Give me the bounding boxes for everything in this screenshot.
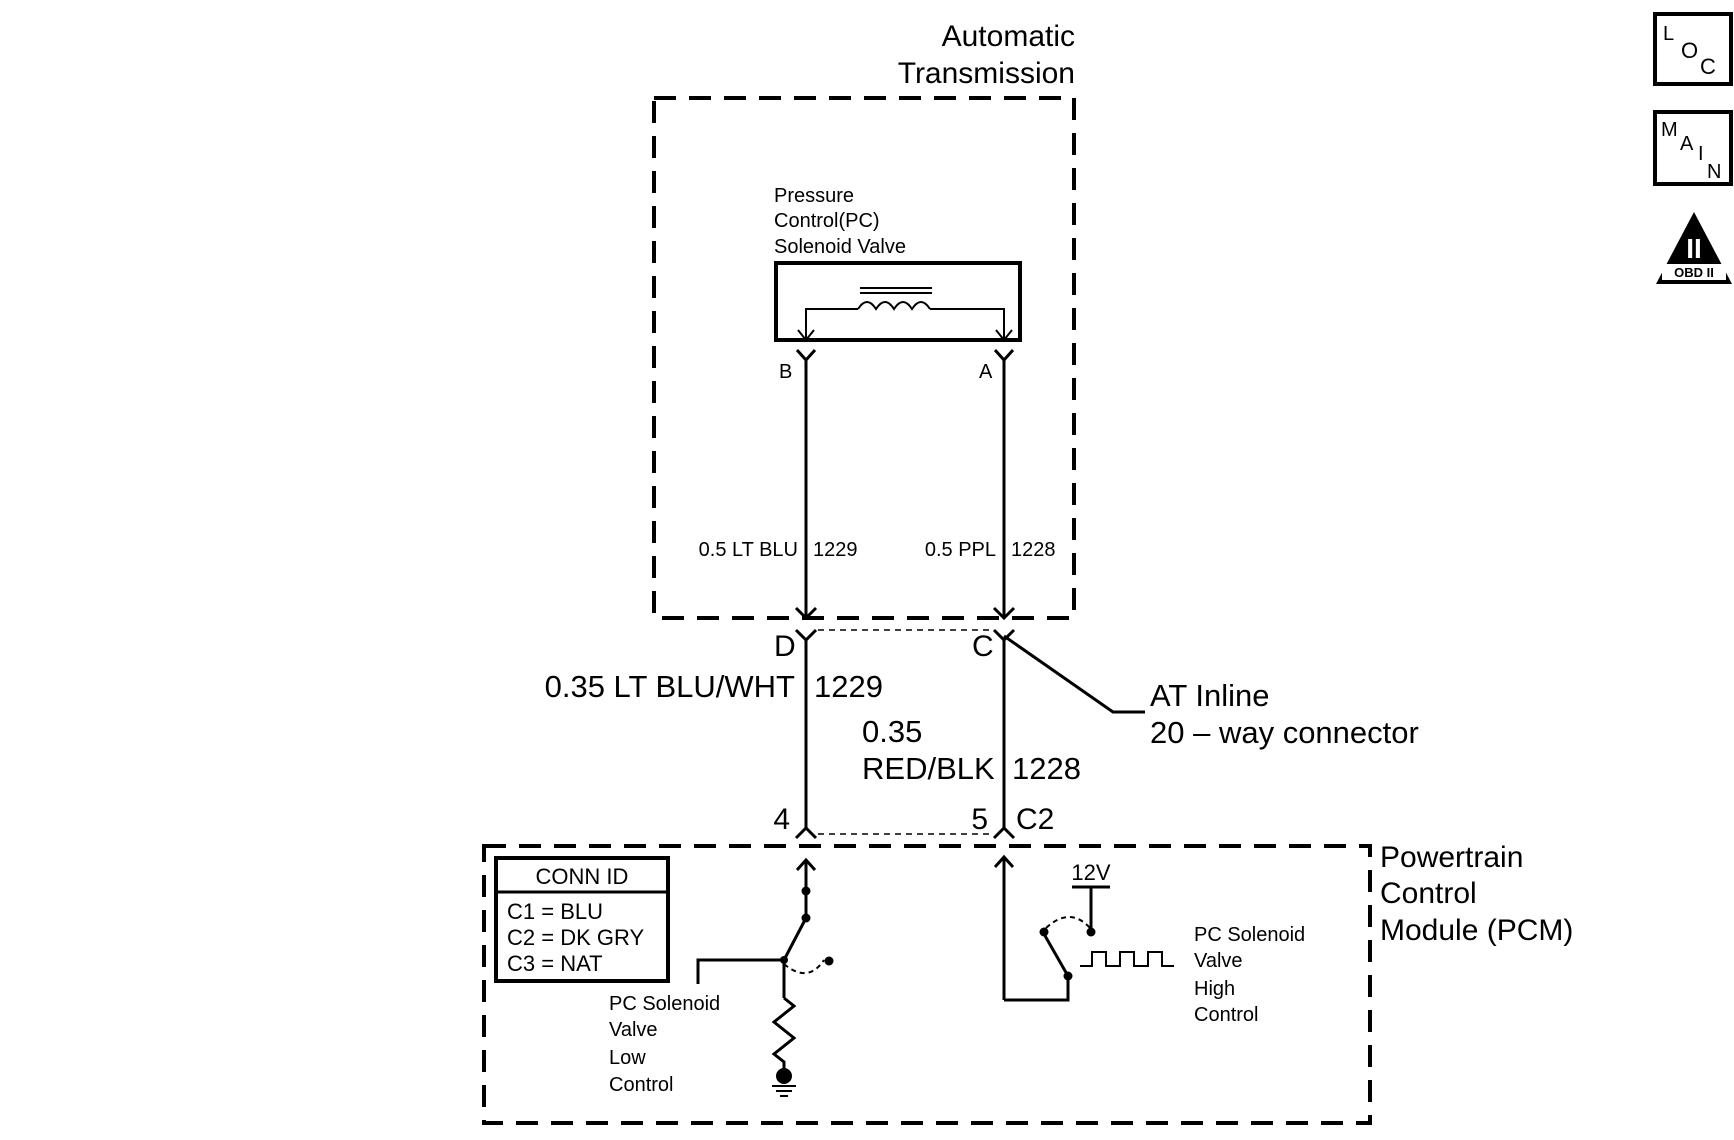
transmission-title-line1: Automatic: [942, 20, 1075, 53]
pcm-pin-5-icon: [992, 825, 1016, 840]
low-control-label: PC Solenoid: [609, 993, 720, 1015]
conn-id-table: CONN ID C1 = BLU C2 = DK GRY C3 = NAT: [494, 856, 670, 983]
pcm-connector-label: C2: [1016, 803, 1054, 836]
solenoid-housing: [774, 261, 1022, 342]
automatic-transmission-section: Automatic Transmission Pressure Control(…: [652, 20, 1076, 621]
conn-id-row: C3 = NAT: [507, 951, 603, 976]
pcm-boundary: [482, 844, 1372, 1125]
pcm-section: 4 5 C2 Powertrain Control Module (PCM) C…: [482, 803, 1573, 1125]
connector-pin-d: D: [774, 630, 796, 663]
pin-a-label: A: [979, 361, 993, 383]
conn-id-header: CONN ID: [536, 864, 629, 889]
loc-letter: O: [1681, 38, 1698, 63]
inline-connector-label-line1: AT Inline: [1150, 678, 1269, 713]
inline-connector-label-line2: 20 – way connector: [1150, 715, 1419, 750]
harness-wire-right-label-line1: 0.35: [862, 714, 922, 749]
harness-section: 0.35 LT BLU/WHT 1229 0.35 RED/BLK 1228: [545, 640, 1081, 828]
pcm-pin-4-label: 4: [773, 803, 790, 836]
high-control-label: High: [1194, 978, 1235, 1000]
terminal-a-icon: [993, 348, 1015, 363]
high-control-label: PC Solenoid: [1194, 924, 1305, 946]
solenoid-label-line1: Pressure: [774, 185, 854, 207]
harness-circuit-right-label: 1228: [1012, 751, 1081, 786]
obd-ii-label: OBD II: [1674, 265, 1714, 280]
pcm-title-line2: Control: [1380, 877, 1477, 910]
harness-circuit-left-label: 1229: [814, 669, 883, 704]
connector-pin-c: C: [972, 630, 994, 663]
pcm-pin-5-label: 5: [971, 803, 988, 836]
low-control-label: Control: [609, 1074, 673, 1096]
high-control-switch-icon: [993, 854, 1174, 1002]
low-control-switch-icon: [696, 857, 834, 1097]
wire-1228-color-label: 0.5 PPL: [925, 539, 996, 561]
main-letter: N: [1707, 161, 1721, 183]
high-control-label: Valve: [1194, 950, 1243, 972]
pin-b-label: B: [779, 361, 792, 383]
conn-id-row: C1 = BLU: [507, 899, 603, 924]
wire-1229-circuit-label: 1229: [813, 539, 858, 561]
main-button[interactable]: M A I N: [1653, 110, 1733, 186]
low-control-label: Valve: [609, 1019, 658, 1041]
terminal-b-icon: [795, 348, 817, 363]
harness-wire-left-label: 0.35 LT BLU/WHT: [545, 669, 795, 704]
solenoid-coil-icon: [797, 287, 1013, 342]
voltage-label: 12V: [1071, 860, 1110, 885]
inline-connector-section: D C AT Inline 20 – way connector: [774, 628, 1419, 750]
inline-connector-leader: [1003, 634, 1145, 714]
solenoid-label-line2: Control(PC): [774, 210, 880, 232]
connector-c-icon: [992, 628, 1016, 643]
pcm-title-line3: Module (PCM): [1380, 914, 1573, 947]
pcm-title-line1: Powertrain: [1380, 841, 1523, 874]
main-letter: I: [1698, 143, 1704, 165]
transmission-boundary: [652, 96, 1076, 620]
loc-button[interactable]: L O C: [1653, 12, 1733, 86]
terminal-arrow-left: [794, 606, 818, 621]
wire-1229-color-label: 0.5 LT BLU: [699, 539, 798, 561]
terminal-arrow-right: [992, 606, 1016, 621]
pcm-pin-4-icon: [794, 825, 818, 840]
conn-id-row: C2 = DK GRY: [507, 925, 644, 950]
low-control-label: Low: [609, 1047, 646, 1069]
transmission-title-line2: Transmission: [898, 57, 1075, 90]
connector-d-icon: [794, 628, 818, 643]
main-letter: A: [1680, 133, 1694, 155]
main-letter: M: [1661, 119, 1678, 141]
high-control-label: Control: [1194, 1004, 1258, 1026]
obd-ii-numeral: II: [1686, 233, 1702, 264]
loc-letter: L: [1663, 23, 1674, 45]
loc-letter: C: [1700, 54, 1716, 79]
harness-wire-right-label-line2: RED/BLK: [862, 751, 995, 786]
obd-ii-button[interactable]: II OBD II: [1656, 212, 1732, 284]
solenoid-label-line3: Solenoid Valve: [774, 236, 906, 258]
wire-1228-circuit-label: 1228: [1011, 539, 1056, 561]
